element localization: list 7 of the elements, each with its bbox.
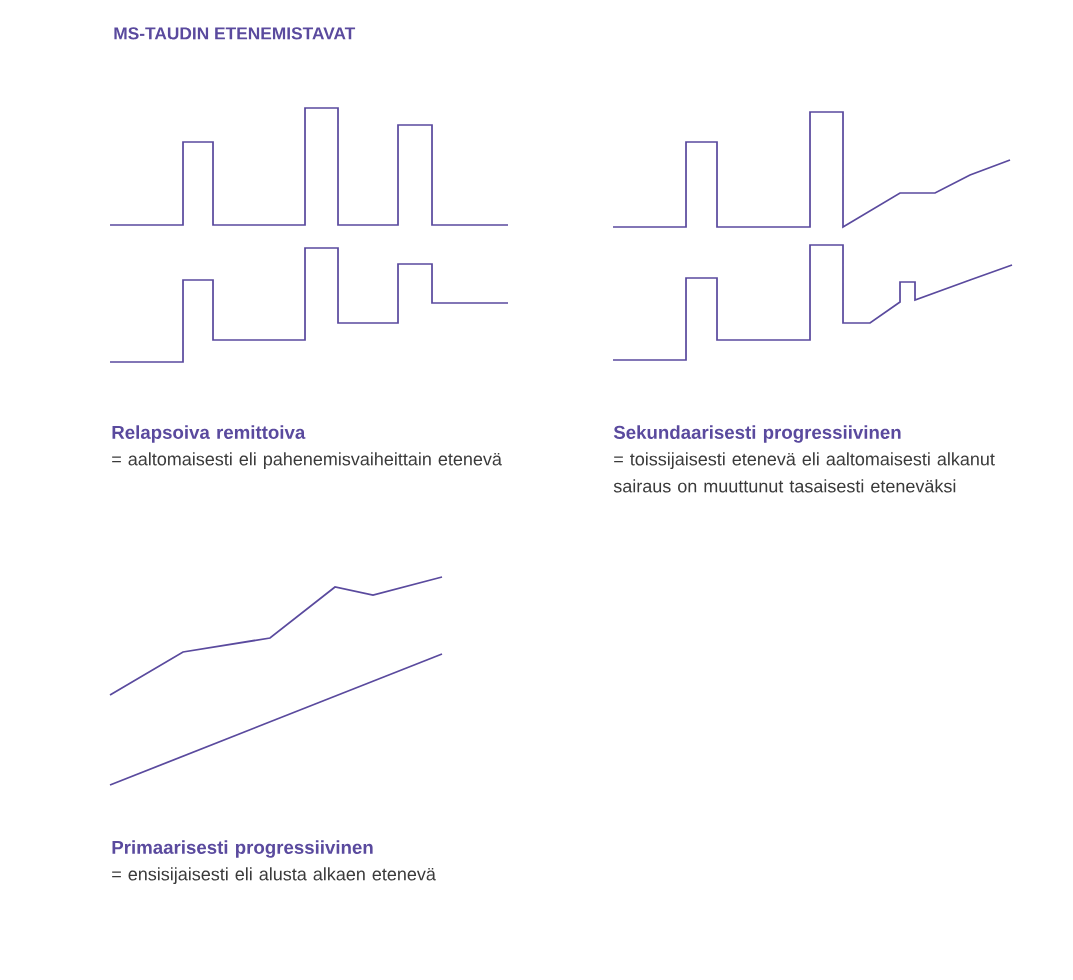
panel-heading: Primaarisesti progressiivinen (112, 840, 373, 858)
title: MS-TAUDIN ETENEMISTAVAT (114, 27, 356, 40)
panel-heading: Relapsoiva remittoiva (112, 425, 306, 443)
description-text: = ensisijaisesti eli alusta alkaen etenevä (112, 867, 436, 885)
description-text: = aaltomaisesti eli pahenemisvaiheittain etenevä (112, 452, 502, 470)
panel-heading: Sekundaarisesti progressiivinen (613, 425, 901, 443)
description-text: = toissijaisesti etenevä eli aaltomaisesti alkanut sairaus on muuttunut tasaisesti eteneväksi (613, 452, 995, 493)
